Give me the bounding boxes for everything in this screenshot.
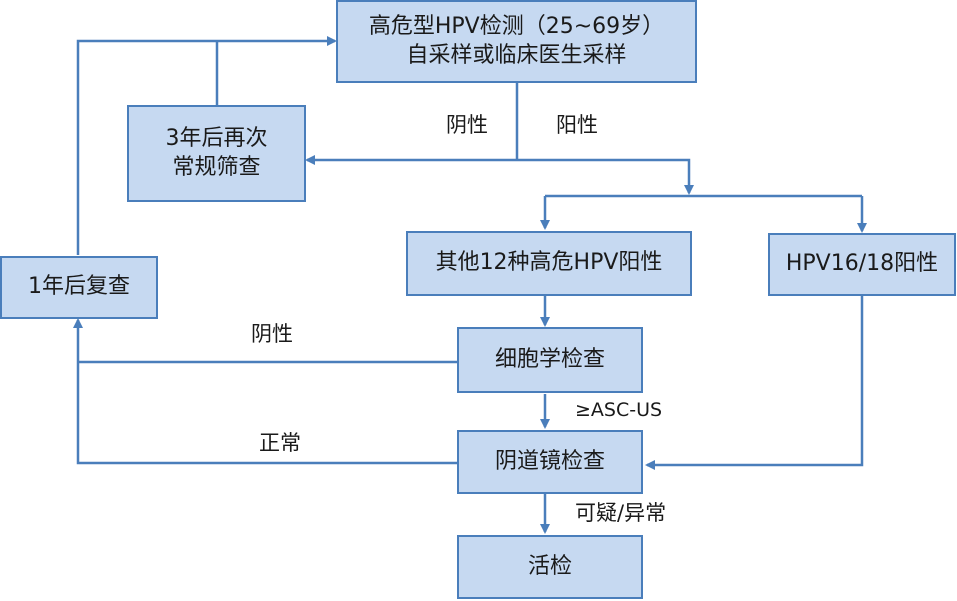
- cytology-label: 细胞学检查: [494, 346, 605, 372]
- biopsy-label: 活检: [527, 553, 572, 579]
- colposcopy-box: 阴道镜检查: [457, 430, 643, 494]
- hpv-test-box: 高危型HPV检测（25~69岁） 自采样或临床医生采样: [336, 0, 697, 83]
- hpv-test-line2: 自采样或临床医生采样: [406, 42, 627, 68]
- other-12-positive-box: 其他12种高危HPV阳性: [406, 231, 692, 296]
- hpv-test-line1: 高危型HPV检测（25~69岁）: [368, 13, 665, 39]
- hpv16-18-positive-box: HPV16/18阳性: [768, 233, 956, 296]
- edge-label-negative-top: 阴性: [446, 113, 488, 137]
- recheck-1y-label: 1年后复查: [28, 274, 130, 300]
- edge-label-suspicious: 可疑/异常: [575, 501, 667, 525]
- positive-branch-line: [517, 158, 694, 195]
- arrow-recheck-to-hpv-test: [76, 36, 337, 255]
- recheck-1y-box: 1年后复查: [0, 256, 158, 319]
- edge-label-negative-cytology: 阴性: [251, 322, 293, 346]
- rescreen-3y-line2: 常规筛查: [172, 154, 261, 180]
- edge-label-positive-top: 阳性: [556, 113, 598, 137]
- colposcopy-label: 阴道镜检查: [494, 448, 605, 474]
- rescreen-3y-box: 3年后再次 常规筛查: [127, 105, 306, 202]
- hpv16-18-positive-label: HPV16/18阳性: [785, 251, 939, 277]
- biopsy-box: 活检: [457, 535, 643, 599]
- edge-label-ascus: ≥ASC-US: [575, 399, 663, 421]
- arrow-normal-to-recheck: [73, 318, 458, 465]
- cytology-box: 细胞学检查: [457, 327, 643, 393]
- other-12-positive-label: 其他12种高危HPV阳性: [435, 250, 663, 276]
- arrow-hpv16-18-to-colposcopy: [645, 296, 864, 470]
- rescreen-3y-line1: 3年后再次: [165, 125, 268, 151]
- edge-label-normal: 正常: [259, 431, 301, 455]
